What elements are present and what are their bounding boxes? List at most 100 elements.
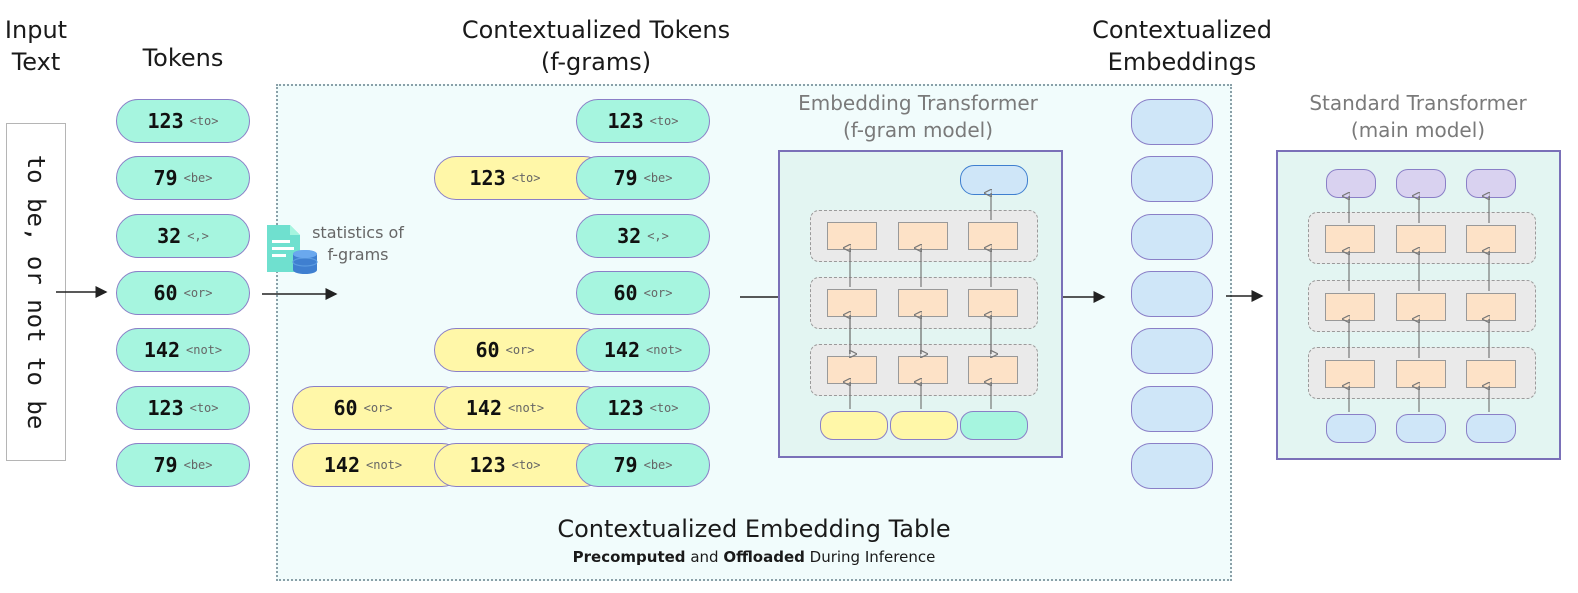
during-inference-label: During Inference [804,548,936,566]
output-pill [1326,169,1376,198]
token-id: 32 [157,224,182,248]
layer-cell [968,222,1018,250]
contextualized-embedding-table [276,84,1232,581]
input-text-heading: Input Text [4,16,68,76]
token-pill: 60 <or> [116,271,250,315]
token-id: 60 [333,396,358,420]
input-embedding-pill [1466,414,1516,443]
token-text: <to> [189,401,219,415]
token-id: 123 [147,109,184,133]
layer-cell [827,356,877,384]
token-id: 123 [607,109,644,133]
layer-cell [1396,293,1446,321]
layer-cell [1466,360,1516,388]
contextualized-embedding-pill [1131,386,1213,432]
precomputed-label: Precomputed [572,548,686,566]
token-text: <not> [366,458,403,472]
token-id: 123 [607,396,644,420]
token-text: <,> [647,229,669,243]
contextualized-tokens-heading: Contextualized Tokens (f-grams) [461,16,731,76]
embedding-transformer-heading: Embedding Transformer (f-gram model) [798,91,1038,142]
token-pill: 142 <not> [116,328,250,372]
fgram-token-pill: 123 <to> [576,386,710,430]
token-pill: 79 <be> [116,443,250,487]
contextualized-embedding-pill [1131,443,1213,489]
layer-cell [968,289,1018,317]
layer-cell [1466,225,1516,253]
token-id: 142 [465,396,502,420]
fgram-context-pill: 60 <or> [292,386,464,430]
input-fgram-pill-yellow [890,411,958,440]
output-pill [1466,169,1516,198]
fgram-token-pill: 142 <not> [576,328,710,372]
and-label: and [685,548,724,566]
token-text: <to> [649,401,679,415]
output-embedding-pill [960,165,1028,195]
input-token-pill-green [960,411,1028,440]
fgram-token-pill: 32 <,> [576,214,710,258]
contextualized-embedding-pill [1131,156,1213,202]
token-text: <to> [649,114,679,128]
token-text: <be> [183,458,213,472]
token-text: <,> [187,229,209,243]
fgram-token-pill: 123 <to> [576,99,710,143]
token-text: <or> [643,286,673,300]
token-pill: 123 <to> [116,386,250,430]
token-text: <to> [511,171,541,185]
contextualized-embedding-pill [1131,99,1213,145]
input-fgram-pill-yellow [820,411,888,440]
token-text: <to> [189,114,219,128]
token-pill: 32 <,> [116,214,250,258]
token-text: <be> [643,458,673,472]
token-id: 60 [613,281,638,305]
token-text: <or> [183,286,213,300]
token-id: 123 [469,166,506,190]
input-embedding-pill [1326,414,1376,443]
output-pill [1396,169,1446,198]
table-title: Contextualized Embedding Table [557,515,951,543]
token-id: 79 [153,453,178,477]
token-pill: 123 <to> [116,99,250,143]
input-embedding-pill [1396,414,1446,443]
token-id: 142 [603,338,640,362]
token-text: <be> [183,171,213,185]
layer-cell [1396,360,1446,388]
contextualized-embedding-pill [1131,214,1213,260]
layer-cell [1466,293,1516,321]
layer-cell [1396,225,1446,253]
offloaded-label: Offloaded [723,548,805,566]
fgram-token-pill: 79 <be> [576,156,710,200]
token-id: 60 [153,281,178,305]
token-text: <not> [508,401,545,415]
document-database-icon [264,222,320,278]
layer-cell [898,222,948,250]
statistics-label: statistics of f-grams [312,223,404,264]
token-text: <or> [363,401,393,415]
token-id: 79 [613,166,638,190]
token-id: 142 [323,453,360,477]
contextualized-embedding-pill [1131,271,1213,317]
token-text: <to> [511,458,541,472]
token-text: <or> [505,343,535,357]
layer-cell [827,222,877,250]
layer-cell [827,289,877,317]
token-id: 123 [147,396,184,420]
token-id: 123 [469,453,506,477]
token-text: <not> [646,343,683,357]
token-id: 32 [617,224,642,248]
token-id: 142 [143,338,180,362]
table-subtitle: Precomputed and Offloaded During Inferen… [520,548,988,566]
fgram-token-pill: 60 <or> [576,271,710,315]
token-id: 60 [475,338,500,362]
token-text: <not> [186,343,223,357]
token-pill: 79 <be> [116,156,250,200]
token-id: 79 [613,453,638,477]
tokens-heading: Tokens [142,44,224,72]
token-id: 79 [153,166,178,190]
layer-cell [898,289,948,317]
inner-arrows [850,193,1489,412]
contextualized-embedding-pill [1131,328,1213,374]
contextualized-embeddings-heading: Contextualized Embeddings [1092,16,1272,76]
token-text: <be> [643,171,673,185]
